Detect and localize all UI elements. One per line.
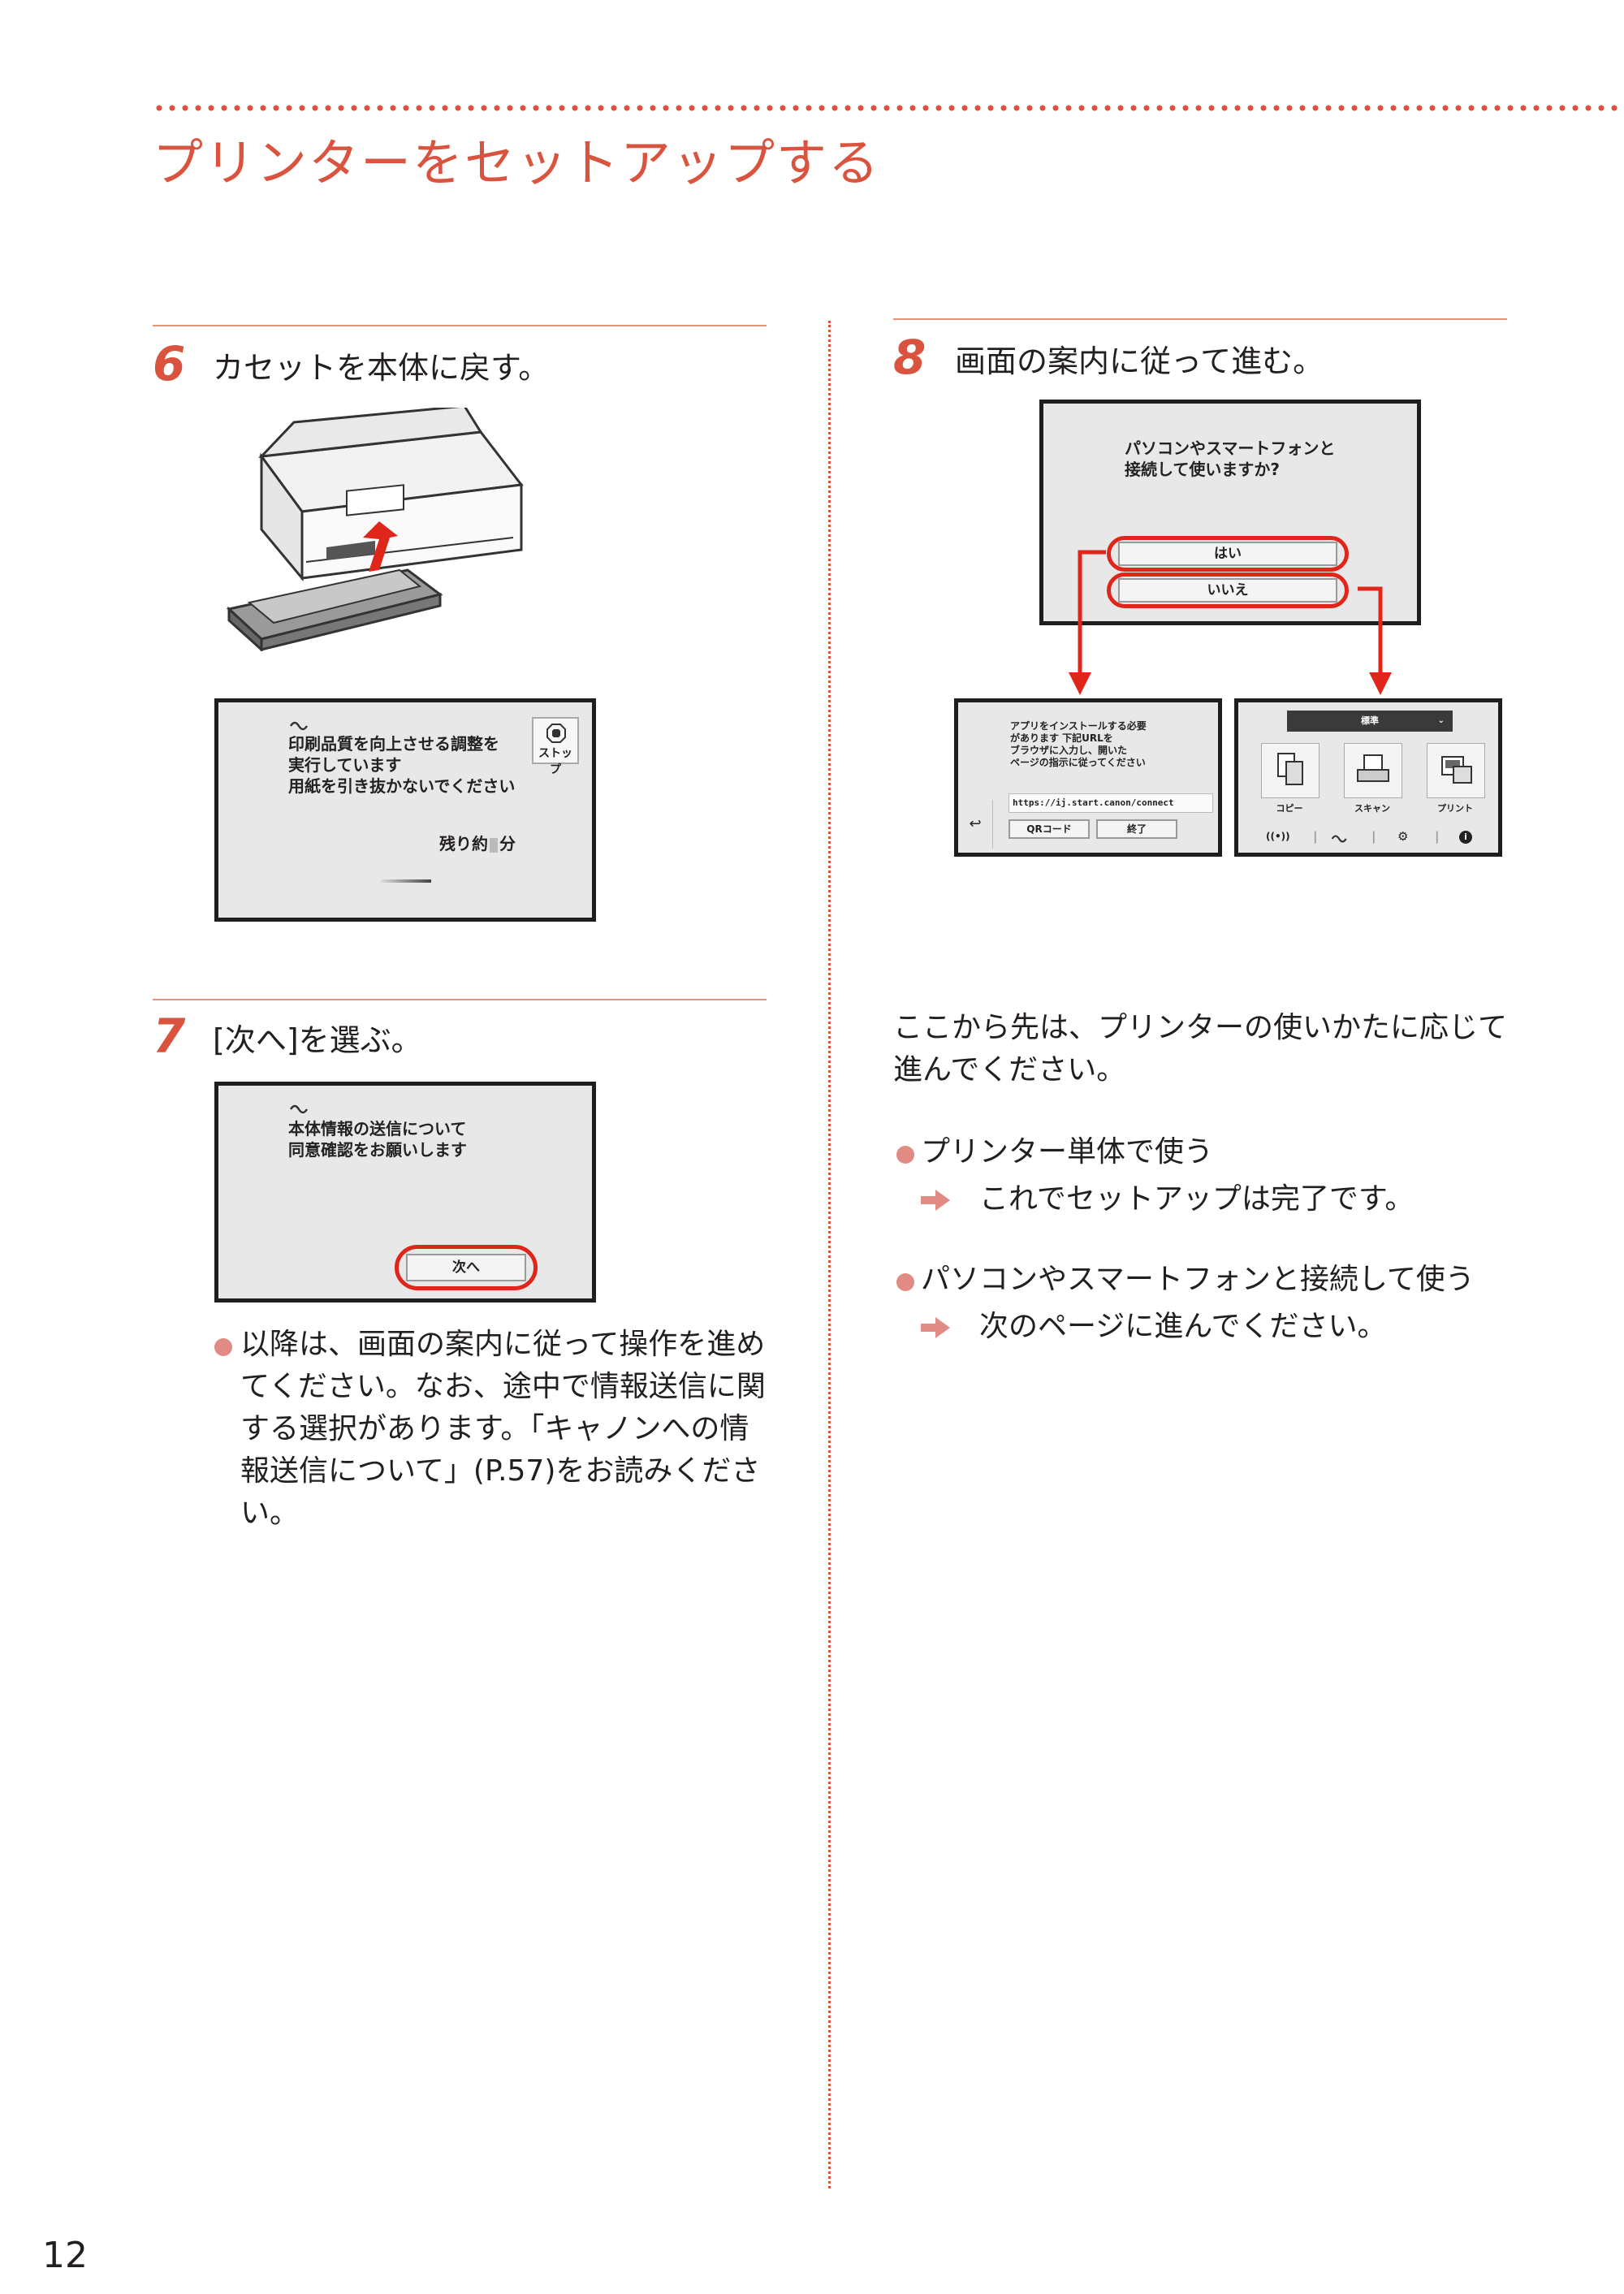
progress-bar: [381, 879, 431, 883]
scan-icon-frame: [1344, 743, 1402, 798]
copy-icon-frame: [1261, 743, 1320, 798]
flow-arrows: [1069, 550, 1392, 695]
qr-code-button[interactable]: QRコード: [1009, 819, 1090, 839]
wireless-signal-icon[interactable]: ((•)): [1266, 831, 1290, 842]
copy-icon: [1277, 753, 1303, 785]
option1-bullet: [896, 1146, 914, 1164]
chevron-down-icon: ⌄: [1437, 716, 1445, 725]
step8-question-screen: パソコンやスマートフォンと 接続して使いますか? はい いいえ: [1039, 400, 1421, 625]
print-tile[interactable]: プリント: [1419, 743, 1492, 820]
right-intro: ここから先は、プリンターの使いかたに応じて進んでください。: [893, 1011, 1508, 1087]
copy-label: コピー: [1276, 803, 1303, 814]
url-field: https://ij.start.canon/connect: [1009, 793, 1213, 813]
step7-screen-message: 本体情報の送信について 同意確認をお願いします: [288, 1119, 467, 1160]
remaining-time: 残り約分: [439, 831, 516, 854]
next-highlight: [395, 1245, 538, 1290]
end-button[interactable]: 終了: [1096, 819, 1177, 839]
step8-instruction: 画面の案内に従って進む。: [955, 343, 1324, 379]
scan-tile[interactable]: スキャン: [1336, 743, 1409, 820]
remaining-unit: 分: [499, 834, 516, 853]
mode-selector[interactable]: 標準 ⌄: [1287, 711, 1453, 732]
scan-label: スキャン: [1354, 803, 1390, 814]
wireless-link-icon: [289, 721, 309, 731]
mode-label: 標準: [1361, 715, 1379, 726]
option1-result: これでセットアップは完了です。: [979, 1182, 1415, 1216]
print-label: プリント: [1437, 803, 1473, 814]
printer-cassette-illustration: [226, 408, 524, 651]
back-button[interactable]: ↩: [958, 800, 993, 849]
step6-instruction: カセットを本体に戻す。: [213, 350, 550, 386]
app-install-message: アプリをインストールする必要 があります 下記URLを ブラウザに入力し、開いた…: [1010, 720, 1147, 768]
wireless-link-icon[interactable]: [1329, 834, 1350, 844]
step6-number: 6: [153, 336, 186, 391]
status-divider: |: [1435, 829, 1440, 844]
arrow-right-icon: [921, 1317, 950, 1338]
yes-button[interactable]: はい: [1118, 542, 1337, 566]
step7-instruction: [次へ]を選ぶ。: [213, 1022, 422, 1058]
photo-print-icon: [1441, 756, 1472, 784]
wireless-link-icon: [289, 1104, 309, 1114]
question-message: パソコンやスマートフォンと 接続して使いますか?: [1125, 438, 1336, 479]
step8-rule: [893, 318, 1507, 320]
stop-icon: [546, 724, 566, 743]
step7-note: 以降は、画面の案内に従って操作を進めてください。なお、途中で情報送信に関する選択…: [240, 1328, 766, 1530]
no-button[interactable]: いいえ: [1118, 578, 1337, 603]
page-number: 12: [42, 2235, 88, 2276]
step7-rule: [153, 999, 767, 1000]
column-divider: [828, 321, 831, 2188]
status-divider: |: [1313, 829, 1318, 844]
stop-button[interactable]: ストップ: [532, 717, 579, 776]
step7-screen: 本体情報の送信について 同意確認をお願いします 次へ: [214, 1082, 596, 1303]
option1-heading: プリンター単体で使う: [921, 1135, 1214, 1169]
option2-bullet: [896, 1273, 914, 1291]
step6-rule: [153, 325, 767, 326]
remaining-label: 残り約: [439, 834, 488, 853]
app-install-screen: アプリをインストールする必要 があります 下記URLを ブラウザに入力し、開いた…: [954, 698, 1222, 857]
option2-result: 次のページに進んでください。: [979, 1310, 1387, 1343]
step7-number: 7: [153, 1009, 186, 1064]
stop-label: ストップ: [538, 747, 572, 776]
page-title: プリンターをセットアップする: [153, 133, 881, 192]
back-icon: ↩: [969, 815, 982, 832]
step6-screen: 印刷品質を向上させる調整を 実行しています 用紙を引き抜かないでください ストッ…: [214, 698, 596, 922]
status-divider: |: [1371, 829, 1376, 844]
print-icon-frame: [1427, 743, 1485, 798]
header-dotted-rule: [153, 104, 1624, 112]
arrow-right-icon: [921, 1190, 950, 1211]
option2-heading: パソコンやスマートフォンと接続して使う: [921, 1263, 1475, 1296]
copy-tile[interactable]: コピー: [1253, 743, 1326, 820]
scan-icon: [1357, 754, 1389, 782]
home-status-bar: ((•)) | | ⚙ | i: [1238, 826, 1498, 853]
step6-screen-message: 印刷品質を向上させる調整を 実行しています 用紙を引き抜かないでください: [288, 734, 516, 796]
yes-highlight: [1107, 536, 1349, 572]
info-icon[interactable]: i: [1459, 831, 1472, 844]
remaining-value-mark: [490, 837, 498, 853]
gear-icon[interactable]: ⚙: [1397, 829, 1409, 844]
home-screen: 標準 ⌄ コピー スキャン プリント ((: [1234, 698, 1502, 857]
step8-number: 8: [893, 330, 926, 385]
no-highlight: [1107, 572, 1349, 608]
next-button[interactable]: 次へ: [406, 1254, 526, 1281]
note-bullet: [214, 1338, 232, 1356]
